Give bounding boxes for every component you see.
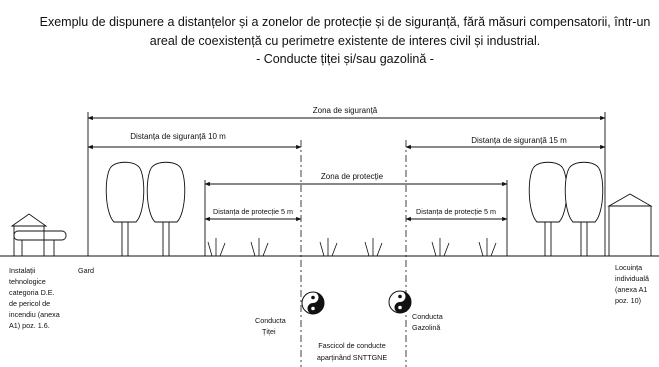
grass-icon <box>478 238 497 257</box>
svg-text:A1) poz. 1.6.: A1) poz. 1.6. <box>9 321 50 330</box>
tree-icon <box>105 161 145 256</box>
svg-text:Fascicol de conducte: Fascicol de conducte <box>318 341 386 350</box>
svg-text:Locuința: Locuința <box>615 263 642 272</box>
svg-text:incendiu (anexa: incendiu (anexa <box>9 310 60 319</box>
svg-text:Gazolină: Gazolină <box>412 323 440 332</box>
distanta-protectie-right-dimension: Distanța de protecție 5 m <box>405 207 508 222</box>
distanta-protectie-right-label: Distanța de protecție 5 m <box>416 207 496 216</box>
instalatii-label: Instalații tehnologice categoria D.E. de… <box>9 266 60 330</box>
title-line-1: Exemplu de dispunere a distanțelor și a … <box>40 15 651 29</box>
grass-icon <box>319 238 338 257</box>
building-icon <box>10 213 67 257</box>
zona-siguranta-label: Zona de siguranță <box>313 106 378 115</box>
svg-text:tehnologice: tehnologice <box>9 277 46 286</box>
tree-icon <box>528 161 568 256</box>
distanta-protectie-left-dimension: Distanța de protecție 5 m <box>204 207 302 222</box>
distanta-siguranta-right-dimension: Distanța de siguranță 15 m <box>405 136 606 150</box>
distanta-protectie-left-label: Distanța de protecție 5 m <box>213 207 293 216</box>
fascicol-label: Fascicol de conducte aparținând SNTTGNE <box>317 341 388 362</box>
tree-icon <box>564 161 604 256</box>
svg-text:(anexa A1: (anexa A1 <box>615 285 647 294</box>
locuinta-label: Locuința individuală (anexa A1 poz. 10) <box>615 263 649 305</box>
title-line-3: - Conducte țiței și/sau gazolină - <box>256 52 434 66</box>
svg-text:individuală: individuală <box>615 274 649 283</box>
distanta-siguranta-left-label: Distanța de siguranță 10 m <box>130 132 226 141</box>
grass-icon <box>207 238 226 257</box>
svg-text:aparținând SNTTGNE: aparținând SNTTGNE <box>317 353 388 362</box>
svg-text:Conducta: Conducta <box>412 312 443 321</box>
zona-protectie-dimension: Zona de protecție <box>204 172 508 187</box>
zona-siguranta-dimension: Zona de siguranță <box>87 106 606 121</box>
svg-text:Conducta: Conducta <box>255 316 286 325</box>
svg-text:categoria D.E.: categoria D.E. <box>9 288 55 297</box>
grass-icon <box>250 238 269 257</box>
svg-text:de pericol de: de pericol de <box>9 299 50 308</box>
conducta-gazolina-label: Conducta Gazolină <box>412 312 443 332</box>
pipe-titei-icon <box>301 291 325 315</box>
grass-icon <box>431 238 450 257</box>
house-icon <box>607 193 653 257</box>
gard-label: Gard <box>78 266 94 275</box>
svg-text:Țiței: Țiței <box>262 327 276 336</box>
pipe-gazolina-icon <box>388 290 412 314</box>
title-line-2: areal de coexistență cu perimetre existe… <box>150 34 540 48</box>
svg-text:poz. 10): poz. 10) <box>615 296 641 305</box>
svg-text:Instalații: Instalații <box>9 266 36 275</box>
zona-protectie-label: Zona de protecție <box>321 172 384 181</box>
tree-icon <box>146 161 186 256</box>
grass-icon <box>364 238 383 257</box>
conducta-titei-label: Conducta Țiței <box>255 316 286 336</box>
distanta-siguranta-right-label: Distanța de siguranță 15 m <box>471 136 567 145</box>
distanta-siguranta-left-dimension: Distanța de siguranță 10 m <box>87 132 302 150</box>
